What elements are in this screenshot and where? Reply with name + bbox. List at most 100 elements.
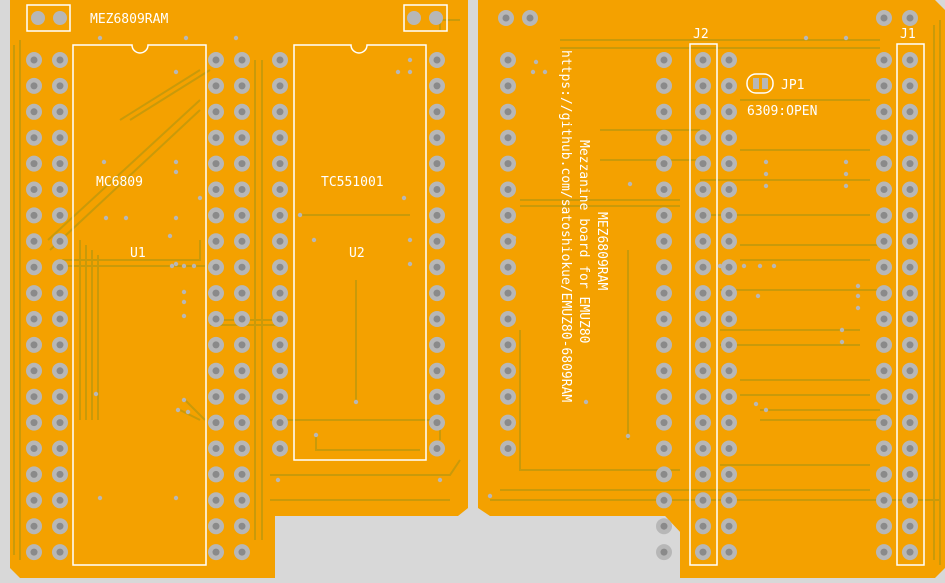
back-pad-hole	[660, 445, 668, 452]
j1-pin-hole	[906, 56, 914, 64]
u2-pin-hole	[276, 56, 284, 64]
back-pad-hole	[504, 315, 512, 323]
back-via	[839, 327, 845, 333]
front-via	[175, 407, 181, 413]
j2-pin-hole	[699, 548, 707, 556]
back-text-line1: MEZ6809RAM	[594, 212, 609, 290]
j2-pin-hole	[699, 315, 707, 323]
u1-pin-hole	[212, 134, 220, 142]
front-edge-pad-hole	[56, 186, 64, 193]
front-title: MEZ6809RAM	[90, 12, 168, 27]
back-pad-hole	[880, 341, 888, 349]
back-via	[487, 493, 493, 499]
back-pad-hole	[880, 237, 888, 245]
back-mount-pad-hole	[502, 14, 510, 22]
back-via	[533, 59, 539, 65]
back-via	[755, 293, 761, 299]
front-edge-pad-hole	[30, 237, 38, 245]
j1-pin-hole	[906, 496, 914, 504]
back-pad-hole	[725, 522, 733, 530]
back-pad-hole	[504, 186, 512, 193]
back-pad-hole	[504, 289, 512, 297]
front-via	[181, 263, 187, 269]
back-pad-hole	[880, 289, 888, 297]
back-via	[803, 35, 809, 41]
back-pad-hole	[725, 237, 733, 245]
front-edge-pad-hole	[30, 211, 38, 219]
u2-pin-hole	[433, 341, 441, 349]
back-pad-hole	[504, 82, 512, 90]
u1-pin-hole	[212, 341, 220, 349]
jp1-outline	[746, 73, 774, 94]
u1-pin-hole	[212, 548, 220, 556]
u2-pin-hole	[433, 445, 441, 452]
u2-pin-hole	[433, 82, 441, 90]
front-edge-pad-hole	[56, 496, 64, 504]
u2-pin-hole	[433, 211, 441, 219]
j2-pin-hole	[699, 160, 707, 168]
front-edge-pad-hole	[30, 108, 38, 116]
front-edge-pad-hole	[56, 341, 64, 349]
u1-pin-hole	[212, 211, 220, 219]
back-via	[855, 283, 861, 289]
u1-pin-hole	[212, 56, 220, 64]
j2-label: J2	[693, 27, 709, 42]
u1-ref-label: U1	[130, 246, 146, 261]
u1-pin-hole	[238, 186, 246, 193]
back-pad-hole	[504, 160, 512, 168]
u2-pin-hole	[276, 134, 284, 142]
j1-pin-hole	[906, 211, 914, 219]
u1-pin-hole	[238, 470, 246, 478]
front-edge-pad-hole	[56, 289, 64, 297]
u1-pin-hole	[238, 289, 246, 297]
back-pad-hole	[660, 470, 668, 478]
u1-pin-hole	[212, 470, 220, 478]
back-pad-hole	[725, 289, 733, 297]
back-pad-hole	[725, 445, 733, 452]
front-edge-pad-hole	[56, 367, 64, 375]
front-edge-pad-hole	[56, 263, 64, 271]
u1-pin-hole	[238, 237, 246, 245]
back-pad-hole	[504, 134, 512, 142]
u2-pin-hole	[276, 263, 284, 271]
u2-pin-hole	[433, 263, 441, 271]
front-via	[395, 69, 401, 75]
j2-pin-hole	[699, 341, 707, 349]
u1-pin-hole	[238, 211, 246, 219]
front-via	[185, 409, 191, 415]
back-pad-hole	[880, 108, 888, 116]
back-pad-hole	[725, 211, 733, 219]
back-pad-hole	[660, 496, 668, 504]
back-via	[753, 401, 759, 407]
back-via	[530, 69, 536, 75]
back-pad-hole	[660, 315, 668, 323]
front-via	[297, 212, 303, 218]
u1-pin-hole	[238, 134, 246, 142]
front-via	[275, 477, 281, 483]
back-pad-hole	[660, 134, 668, 142]
back-pad-hole	[660, 341, 668, 349]
j1-outline	[896, 43, 925, 566]
j2-pin-hole	[699, 470, 707, 478]
back-pad-hole	[725, 160, 733, 168]
back-pad-hole	[725, 108, 733, 116]
back-pad-hole	[660, 108, 668, 116]
back-board: J2 J1 JP1 6309:OPEN MEZ6809RAM Mezzanine…	[478, 0, 945, 583]
front-edge-pad-hole	[56, 419, 64, 427]
u1-pin-hole	[238, 522, 246, 530]
u2-part-label: TC551001	[321, 175, 384, 190]
front-via	[183, 35, 189, 41]
back-via	[511, 235, 517, 241]
back-via	[763, 183, 769, 189]
front-edge-pad-hole	[30, 160, 38, 168]
u2-pin-hole	[433, 289, 441, 297]
back-pad-hole	[880, 134, 888, 142]
back-pad-hole	[880, 419, 888, 427]
front-via	[101, 159, 107, 165]
back-pad-hole	[660, 237, 668, 245]
back-via	[763, 171, 769, 177]
back-pad-hole	[504, 341, 512, 349]
back-via	[741, 263, 747, 269]
front-via	[123, 215, 129, 221]
back-pad-hole	[660, 56, 668, 64]
